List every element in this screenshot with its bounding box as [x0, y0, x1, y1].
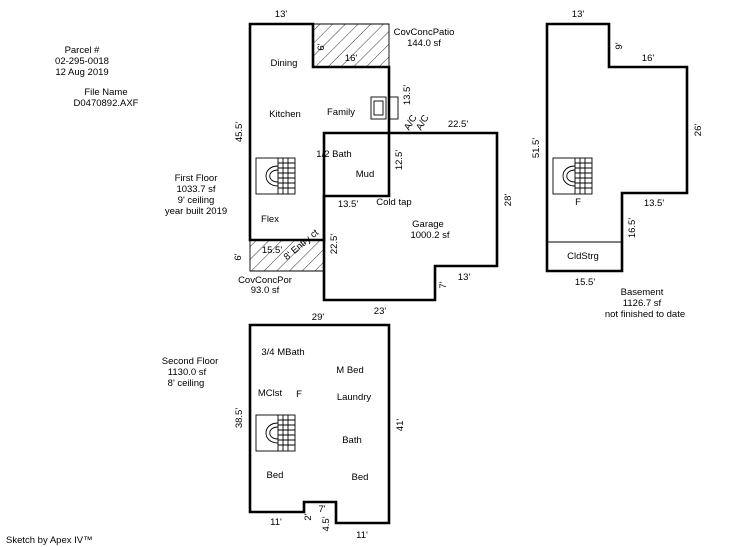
second-floor-title: Second Floor — [162, 356, 219, 367]
room-dining: Dining — [271, 58, 298, 69]
dim-garage-inner-top: 13.5' — [338, 199, 358, 210]
ac-unit-2: A/C — [414, 113, 432, 132]
basement-furnace: F — [575, 197, 581, 208]
basement-cold-storage: CldStrg — [567, 251, 599, 262]
second-floor-furnace: F — [296, 389, 302, 400]
fireplace-icon — [370, 96, 399, 120]
garage-area: 1000.2 sf — [410, 230, 449, 241]
room-flex: Flex — [261, 214, 279, 225]
dim-second-left: 38.5' — [234, 408, 245, 428]
dim-second-top: 29' — [312, 312, 325, 323]
dim-basement-bottom: 15.5' — [575, 277, 595, 288]
dim-basement-notch-v: 9' — [614, 42, 625, 49]
first-floor-label: First Floor 1033.7 sf 9' ceiling year bu… — [165, 173, 227, 217]
first-floor-title: First Floor — [175, 173, 218, 184]
second-floor-label: Second Floor 1130.0 sf 8' ceiling — [162, 356, 219, 389]
dim-garage-top: 22.5' — [448, 119, 468, 130]
covered-porch: 15.5' 8' Entry ct CovConcPor 93.0 sf — [238, 227, 325, 296]
sketch-date: 12 Aug 2019 — [55, 67, 108, 78]
dim-notch-2: 2' — [303, 513, 314, 520]
dim-garage-right: 28' — [503, 194, 514, 207]
dim-second-bottom-right: 11' — [356, 530, 368, 541]
garage-plan: Garage 1000.2 sf Cold tap 22.5' 28' 13.5… — [322, 119, 514, 317]
room-laundry: Laundry — [337, 392, 372, 403]
dim-basement-top: 13' — [572, 9, 585, 20]
patio-area-value: 144.0 sf — [407, 38, 441, 49]
room-master-bath: 3/4 MBath — [261, 347, 304, 358]
room-kitchen: Kitchen — [269, 109, 301, 120]
covered-patio: CovConcPatio 144.0 sf — [312, 23, 455, 68]
second-floor-outline — [248, 323, 391, 525]
sketch-credit: Sketch by Apex IV™ — [6, 535, 93, 546]
parcel-number: 02-295-0018 — [55, 56, 109, 67]
first-floor-year: year built 2019 — [165, 206, 227, 217]
garage-note: Cold tap — [376, 197, 411, 208]
room-bed-right: Bed — [352, 472, 369, 483]
dim-second-right: 41' — [395, 419, 406, 432]
garage-name: Garage — [412, 219, 444, 230]
second-floor-ceiling: 8' ceiling — [168, 378, 205, 389]
basement-outline — [545, 22, 689, 273]
porch-name: CovConcPor — [238, 275, 292, 286]
dim-garage-notch-v: 7' — [438, 281, 449, 288]
basement-title: Basement — [621, 287, 664, 298]
dim-first-top: 13' — [275, 9, 288, 20]
dim-garage-left: 22.5' — [329, 234, 340, 254]
room-mud: Mud — [356, 169, 374, 180]
dim-basement-notch-h: 16' — [642, 53, 655, 64]
dim-basement-step-h: 13.5' — [644, 198, 664, 209]
dim-porch-v: 6' — [233, 253, 244, 260]
second-floor-plan: 3/4 MBath M Bed MClst F Laundry Bath Bed… — [234, 312, 406, 541]
room-master-bed: M Bed — [336, 365, 363, 376]
dim-patio-notch-h: 16' — [345, 53, 358, 64]
basement-stairs — [552, 157, 593, 195]
file-name-label: File Name — [84, 87, 127, 98]
second-floor-stairs — [255, 414, 296, 452]
room-bed-left: Bed — [267, 470, 284, 481]
dim-notch-7: 7' — [318, 504, 325, 515]
dim-basement-left: 51.5' — [531, 138, 542, 158]
dim-basement-step-v: 16.5' — [627, 218, 638, 238]
room-bath: Bath — [342, 435, 362, 446]
first-floor-area: 1033.7 sf — [176, 184, 215, 195]
dim-garage-bottom: 23' — [374, 306, 387, 317]
parcel-label: Parcel # — [65, 45, 101, 56]
second-floor-area: 1130.0 sf — [168, 367, 207, 378]
dim-second-bottom-left: 11' — [270, 517, 282, 528]
basement-area: 1126.7 sf — [623, 298, 662, 309]
dim-basement-right: 26' — [693, 124, 704, 137]
basement-note: not finished to date — [605, 309, 685, 320]
patio-name: CovConcPatio — [394, 27, 455, 38]
first-floor-stairs — [255, 157, 296, 195]
room-family: Family — [327, 107, 355, 118]
dim-first-left: 45.5' — [234, 122, 245, 142]
dim-step-v: 13.5' — [402, 85, 413, 105]
room-half-bath: 1/2 Bath — [316, 149, 351, 160]
porch-width: 15.5' — [262, 245, 282, 256]
dim-notch-45: 4.5' — [321, 516, 332, 531]
garage-outline — [322, 131, 499, 302]
porch-area-value: 93.0 sf — [251, 285, 280, 296]
dim-garage-notch-h: 13' — [458, 272, 471, 283]
file-name: D0470892.AXF — [74, 98, 139, 109]
room-closet: MClst — [258, 388, 283, 399]
dim-patio-notch-v: 6' — [316, 43, 327, 50]
first-floor-ceiling: 9' ceiling — [178, 195, 215, 206]
parcel-info: Parcel # 02-295-0018 12 Aug 2019 File Na… — [6, 45, 139, 546]
basement-plan: F CldStrg 13' 9' 16' 26' 51.5' 13.5' 16.… — [531, 9, 704, 320]
dim-mud-v: 12.5' — [394, 150, 405, 170]
